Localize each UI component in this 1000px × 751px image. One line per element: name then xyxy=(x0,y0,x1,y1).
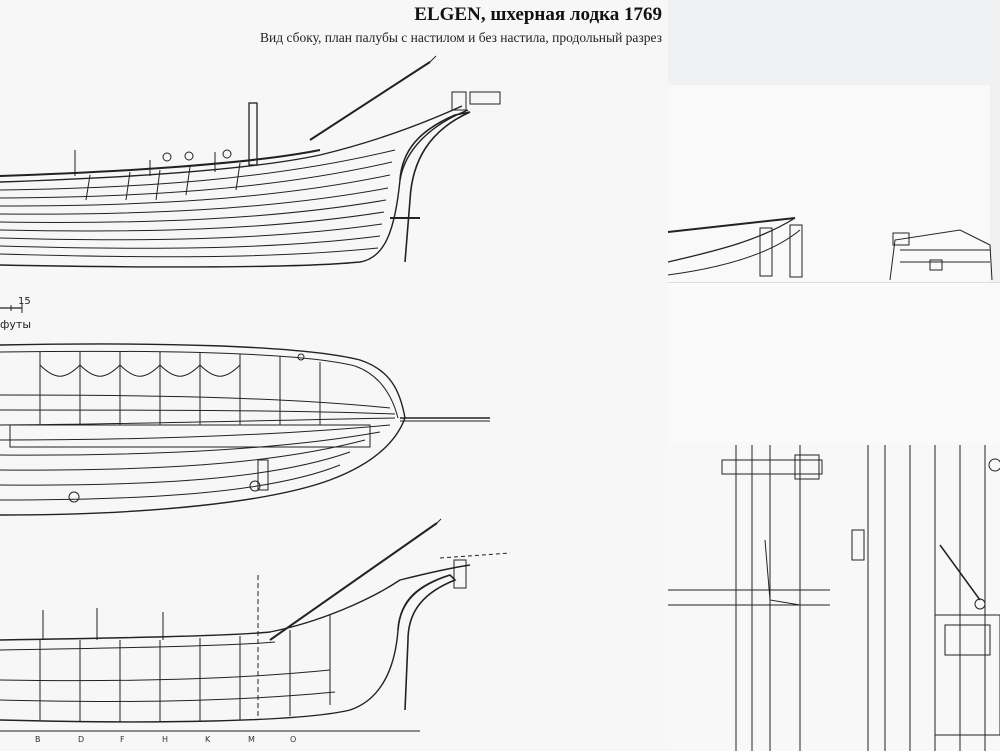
right-top-drawing xyxy=(667,217,993,281)
scale-bar xyxy=(0,303,23,313)
station-label: H xyxy=(162,735,169,744)
station-label: B xyxy=(35,735,41,744)
station-label: F xyxy=(120,735,125,744)
scale-unit: футы xyxy=(0,318,32,331)
drawing-title: ELGEN, шхерная лодка 1769 xyxy=(414,4,662,25)
station-label: O xyxy=(290,735,297,744)
right-sheet-bottom xyxy=(668,442,1000,751)
scale-value: 15 xyxy=(18,296,31,307)
deck-plan-drawing xyxy=(0,343,490,516)
station-label: D xyxy=(78,735,85,744)
station-label: K xyxy=(205,735,211,744)
side-view-drawing xyxy=(0,55,501,268)
right-sheet-blank xyxy=(668,282,1000,443)
right-bottom-drawing xyxy=(668,445,1000,751)
section-drawing xyxy=(0,518,511,732)
drawing-subtitle: Вид сбоку, план палубы с настилом и без … xyxy=(260,30,662,45)
station-label: M xyxy=(248,735,255,744)
